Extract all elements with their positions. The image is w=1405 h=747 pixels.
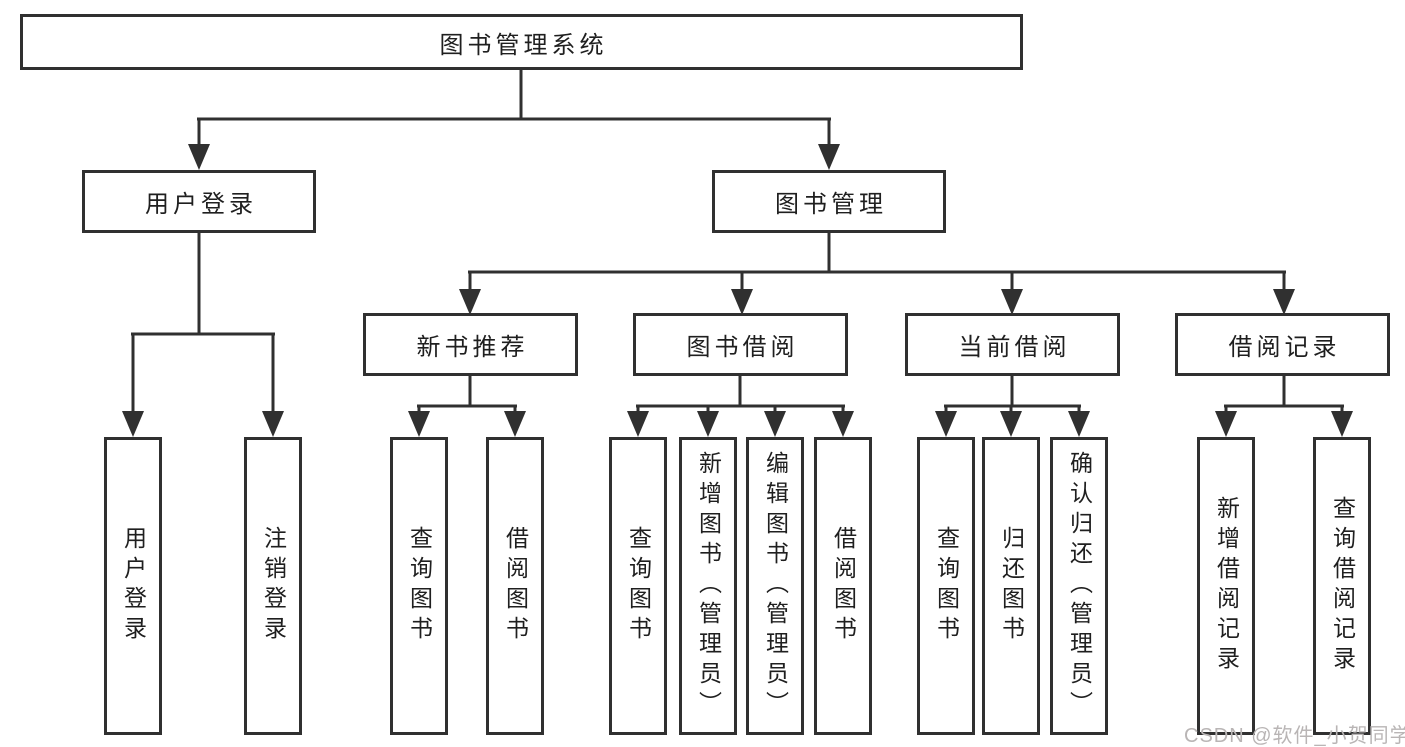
node-user-login: 用户登录 [82,170,316,233]
connector-bookmgmt-to-level3 [459,233,1295,315]
leaf-borrow-books: 借阅图书 [814,437,872,735]
leaf-return-book: 归还图书 [982,437,1040,735]
leaf-user-login: 用户登录 [104,437,162,735]
leaf-borrow-books-recommend: 借阅图书 [486,437,544,735]
leaf-logout: 注销登录 [244,437,302,735]
connector-userlogin-to-leaves [122,233,284,437]
leaf-query-borrow-record: 查询借阅记录 [1313,437,1371,735]
leaf-confirm-return-admin: 确认归还（管理员） [1050,437,1108,735]
connector-newbook-to-leaves [408,376,526,437]
leaf-query-books-current: 查询图书 [917,437,975,735]
node-new-book-recommendation: 新书推荐 [363,313,578,376]
csdn-watermark: CSDN @软件_小贺同学 [1184,725,1405,747]
node-library-management-system: 图书管理系统 [20,14,1023,70]
connector-records-to-leaves [1215,376,1353,437]
connector-currentborrow-to-leaves [935,376,1090,437]
leaf-query-books-borrow: 查询图书 [609,437,667,735]
leaf-query-books-recommend: 查询图书 [390,437,448,735]
leaf-add-borrow-record: 新增借阅记录 [1197,437,1255,735]
connector-bookborrow-to-leaves [627,376,854,437]
connector-root-to-level2 [188,70,840,170]
node-current-borrowing: 当前借阅 [905,313,1120,376]
node-book-borrowing: 图书借阅 [633,313,848,376]
node-borrowing-records: 借阅记录 [1175,313,1390,376]
leaf-add-book-admin: 新增图书（管理员） [679,437,737,735]
leaf-edit-book-admin: 编辑图书（管理员） [746,437,804,735]
node-book-management: 图书管理 [712,170,946,233]
